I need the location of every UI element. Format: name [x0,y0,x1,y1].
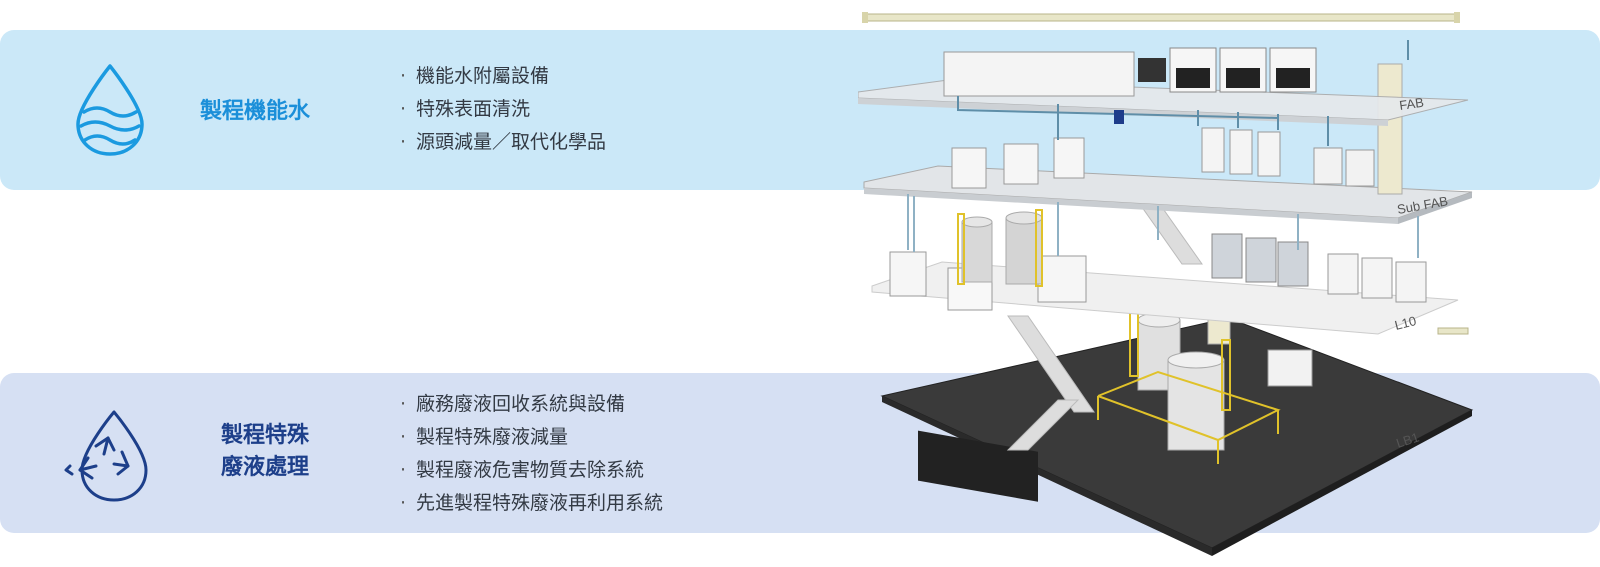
waste-liquid-list: ·廠務廢液回收系統與設備 ·製程特殊廢液減量 ·製程廢液危害物質去除系統 ·先進… [400,388,663,520]
list-item: ·廠務廢液回收系統與設備 [400,393,626,415]
list-item: ·機能水附屬設備 [400,65,550,87]
floor-fab: FAB [858,40,1469,146]
water-drop-icon [76,64,144,156]
fab-building-illustration: LB1 L10 [858,12,1474,556]
floor-label-l10: L10 [1393,313,1418,333]
floor-label-lb1: LB1 [1394,429,1421,450]
functional-water-title: 製程機能水 [200,99,311,124]
list-item: ·製程特殊廢液減量 [400,426,569,448]
waste-liquid-title: 製程特殊 廢液處理 [220,423,309,480]
functional-water-list: ·機能水附屬設備 ·特殊表面清洗 ·源頭減量／取代化學品 [400,60,606,159]
list-item: ·特殊表面清洗 [400,98,531,120]
floor-label-fab: FAB [1398,95,1424,113]
recycle-drop-icon [64,410,148,502]
list-item: ·源頭減量／取代化學品 [400,131,607,153]
floor-lb1: LB1 [880,295,1474,556]
roof-pipe [862,12,1460,23]
list-item: ·先進製程特殊廢液再利用系統 [400,492,664,514]
list-item: ·製程廢液危害物質去除系統 [400,459,645,481]
